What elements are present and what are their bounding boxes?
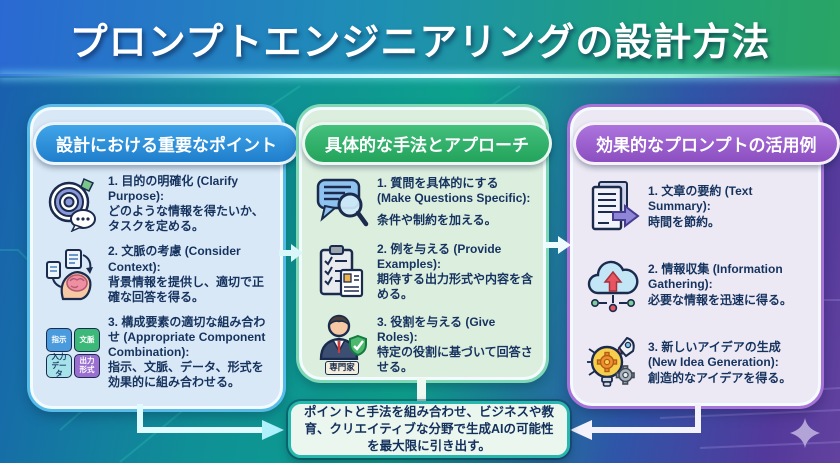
bottom-note: ポイントと手法を組み合わせ、ビジネスや教育、クリエイティブな分野で生成AIの可能… — [288, 401, 570, 458]
arrow-col1-col2 — [279, 244, 303, 262]
item-desc: 特定の役割に基づいて回答させる。 — [377, 344, 533, 374]
item-title-jp: 1. 目的の明確化 — [108, 174, 194, 188]
target-speech-icon — [45, 176, 101, 233]
list-item: 1. 目的の明確化 (Clarify Purpose): どのような情報を得たい… — [45, 174, 270, 234]
panel-design-points: 設計における重要なポイント — [30, 107, 300, 409]
document-summary-icon — [585, 179, 641, 235]
arrow-col2-col3 — [545, 236, 571, 254]
item-desc: 背景情報を提供し、適切で正確な回答を得る。 — [108, 274, 265, 304]
puzzle-label-output-format: 出力形式 — [74, 353, 100, 378]
item-title-en: (New Idea Generation): — [648, 355, 779, 370]
item-desc: 指示、文脈、データ、形式を効果的に組み合わせる。 — [108, 360, 264, 390]
panel-header-design-points: 設計における重要なポイント — [33, 122, 300, 165]
list-item: 指示 文脈 入力データ 出力形式 3. 構成要素の適切な組み合わせ (Appro… — [45, 315, 270, 391]
list-item: 1. 文章の要約 (Text Summary): 時間を節約。 — [585, 179, 808, 235]
connector-col3-note — [570, 404, 701, 440]
panel-use-cases: 効果的なプロンプトの活用例 1. 文章の要約 — [570, 107, 840, 406]
item-title-en: (Clarify Purpose): — [108, 174, 239, 204]
puzzle-label-context: 文脈 — [74, 327, 100, 352]
connector-col2-note — [417, 378, 426, 403]
sparkle-icon — [790, 418, 820, 448]
page-title: プロンプトエンジニアリングの設計方法 — [69, 21, 771, 64]
item-title-jp: 3. 役割を与える — [377, 314, 462, 329]
panel-items: 1. 質問を具体的にする (Make Questions Specific): … — [302, 165, 543, 383]
panel-header-methods: 具体的な手法とアプローチ — [302, 122, 552, 165]
panel-items: 1. 文章の要約 (Text Summary): 時間を節約。 — [573, 165, 818, 399]
item-title-jp: 1. 質問を具体的にする — [377, 176, 499, 191]
item-text: 3. 構成要素の適切な組み合わせ (Appropriate Component … — [108, 315, 270, 391]
item-title-en: (Information Gathering): — [648, 262, 783, 292]
banner-glow-line — [0, 74, 840, 78]
context-brain-icon — [45, 247, 101, 303]
expert-badge: 専門家 — [325, 361, 359, 376]
item-text: 1. 質問を具体的にする (Make Questions Specific): … — [377, 176, 533, 227]
item-desc: 創造的なアイデアを得る。 — [648, 370, 792, 385]
item-desc: 時間を節約。 — [648, 214, 721, 229]
idea-bulb-rocket-icon — [585, 335, 641, 391]
item-title-jp: 1. 文章の要約 — [648, 184, 722, 199]
item-text: 3. 新しいアイデアの生成 (New Idea Generation): 創造的… — [648, 340, 808, 385]
puzzle-label-input-data: 入力データ — [46, 353, 72, 378]
list-item: 2. 例を与える (Provide Examples): 期待する出力形式や内容… — [314, 242, 533, 302]
list-item: 専門家 3. 役割を与える (Give Roles): 特定の役割に基づいて回答… — [314, 314, 533, 376]
item-title-jp: 3. 構成要素の適切な組み合わせ — [108, 314, 266, 344]
list-item: 1. 質問を具体的にする (Make Questions Specific): … — [314, 174, 533, 230]
list-item: 2. 情報収集 (Information Gathering): 必要な情報を迅… — [585, 257, 808, 313]
item-text: 1. 文章の要約 (Text Summary): 時間を節約。 — [648, 184, 808, 229]
item-text: 2. 情報収集 (Information Gathering): 必要な情報を迅… — [648, 262, 808, 307]
item-text: 2. 文脈の考慮 (Consider Context): 背景情報を提供し、適切… — [108, 244, 270, 304]
clipboard-examples-icon — [314, 244, 370, 300]
title-banner: プロンプトエンジニアリングの設計方法 — [0, 0, 840, 76]
item-title-en: (Provide Examples): — [377, 242, 502, 272]
item-title-en: (Give Roles): — [377, 314, 496, 344]
item-title-en: (Text Summary): — [648, 184, 753, 214]
list-item: 3. 新しいアイデアの生成 (New Idea Generation): 創造的… — [585, 335, 808, 391]
question-magnifier-icon — [314, 174, 370, 230]
item-desc: 条件や制約を加える。 — [377, 212, 497, 227]
panel-methods: 具体的な手法とアプローチ 1. 質問を具体的にする ( — [299, 107, 552, 383]
puzzle-pieces-icon: 指示 文脈 入力データ 出力形式 — [45, 327, 101, 378]
item-desc: 必要な情報を迅速に得る。 — [648, 292, 793, 307]
item-desc: 期待する出力形式や内容を含める。 — [377, 272, 534, 302]
panel-items: 1. 目的の明確化 (Clarify Purpose): どのような情報を得たい… — [33, 165, 280, 398]
item-title-en: (Make Questions Specific): — [377, 191, 531, 206]
item-text: 3. 役割を与える (Give Roles): 特定の役割に基づいて回答させる。 — [377, 315, 533, 375]
connector-col1-note — [137, 404, 284, 440]
panel-header-use-cases: 効果的なプロンプトの活用例 — [573, 122, 840, 165]
item-title-en: (Consider Context): — [108, 244, 241, 274]
item-title-jp: 2. 情報収集 — [648, 262, 710, 277]
list-item: 2. 文脈の考慮 (Consider Context): 背景情報を提供し、適切… — [45, 244, 270, 304]
cloud-gathering-icon — [585, 257, 641, 313]
item-title-jp: 2. 例を与える — [377, 242, 450, 256]
item-title-en: (Appropriate Component Combination): — [108, 329, 266, 360]
puzzle-label-instruction: 指示 — [46, 327, 72, 352]
expert-role-icon: 専門家 — [314, 314, 370, 376]
item-text: 1. 目的の明確化 (Clarify Purpose): どのような情報を得たい… — [108, 174, 270, 234]
item-title-jp: 3. 新しいアイデアの生成 — [648, 340, 781, 355]
item-desc: どのような情報を得たいか、タスクを定める。 — [108, 204, 264, 234]
item-text: 2. 例を与える (Provide Examples): 期待する出力形式や内容… — [377, 242, 533, 302]
item-title-jp: 2. 文脈の考慮 — [108, 244, 182, 259]
